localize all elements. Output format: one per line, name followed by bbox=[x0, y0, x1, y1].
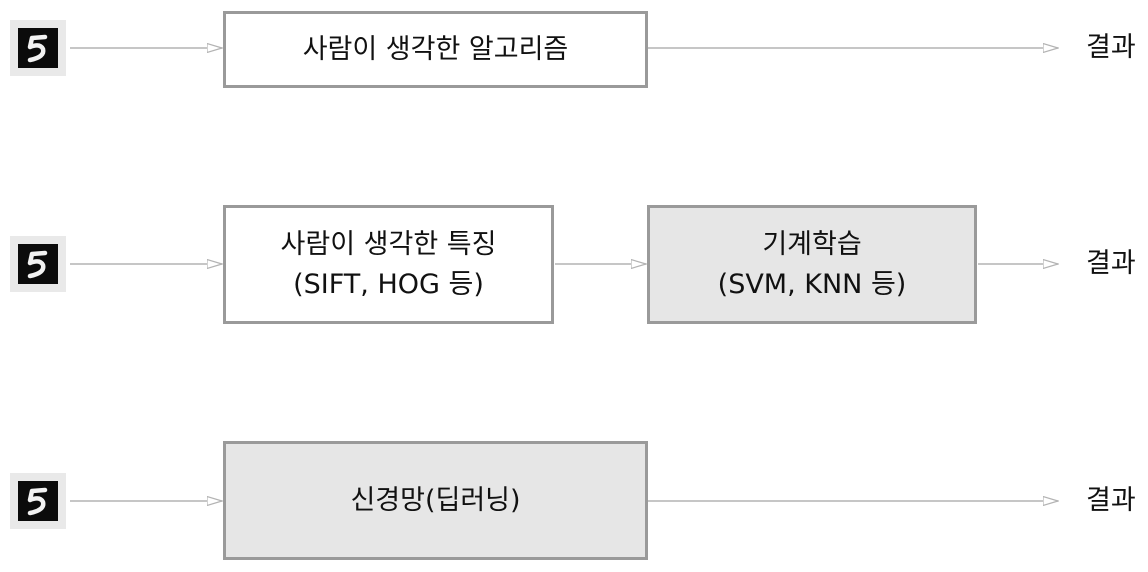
input-digit-image bbox=[10, 236, 66, 292]
digit-5-icon bbox=[18, 244, 58, 284]
box-label-line-2: (SIFT, HOG 등) bbox=[293, 268, 484, 300]
digit-5-icon bbox=[18, 481, 58, 521]
result-label: 결과 bbox=[1086, 32, 1136, 63]
human-features-box: 사람이 생각한 특징 (SIFT, HOG 등) bbox=[223, 205, 554, 324]
box-label: 사람이 생각한 알고리즘 bbox=[302, 33, 569, 65]
input-digit-image bbox=[10, 20, 66, 76]
box-label: 신경망(딥러닝) bbox=[350, 484, 521, 516]
result-label: 결과 bbox=[1086, 248, 1136, 279]
human-algorithm-box: 사람이 생각한 알고리즘 bbox=[223, 11, 648, 88]
machine-learning-box: 기계학습 (SVM, KNN 등) bbox=[647, 205, 977, 324]
box-label-line-1: 기계학습 bbox=[762, 228, 862, 260]
neural-network-box: 신경망(딥러닝) bbox=[223, 441, 648, 560]
box-label-line-1: 사람이 생각한 특징 bbox=[280, 228, 497, 260]
input-digit-image bbox=[10, 473, 66, 529]
result-label: 결과 bbox=[1086, 485, 1136, 516]
digit-5-icon bbox=[18, 28, 58, 68]
box-label-line-2: (SVM, KNN 등) bbox=[717, 268, 907, 300]
